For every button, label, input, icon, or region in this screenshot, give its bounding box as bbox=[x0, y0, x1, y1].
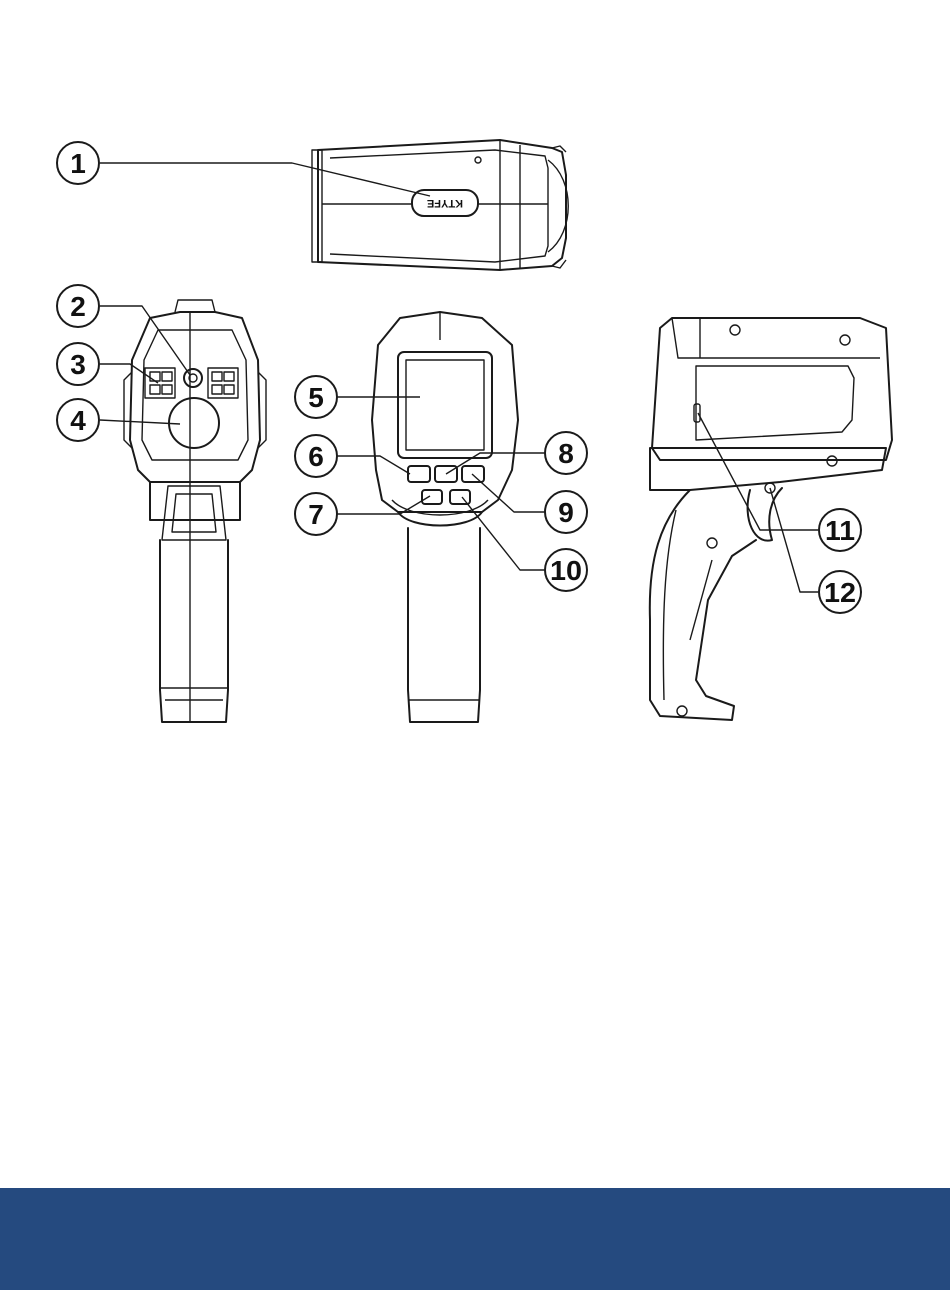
svg-text:10: 10 bbox=[550, 555, 582, 586]
svg-text:5: 5 bbox=[308, 382, 324, 413]
callout-1: 1 bbox=[57, 142, 99, 184]
callout-7: 7 bbox=[295, 493, 337, 535]
callout-3: 3 bbox=[57, 343, 99, 385]
front-view-device bbox=[124, 300, 266, 722]
svg-text:1: 1 bbox=[70, 148, 86, 179]
callout-6: 6 bbox=[295, 435, 337, 477]
callout-12: 12 bbox=[819, 571, 861, 613]
callout-8: 8 bbox=[545, 432, 587, 474]
svg-text:3: 3 bbox=[70, 349, 86, 380]
svg-text:11: 11 bbox=[825, 515, 855, 546]
top-device-label: KTYFE bbox=[427, 197, 463, 209]
footer-bar bbox=[0, 1188, 950, 1290]
svg-text:6: 6 bbox=[308, 441, 324, 472]
svg-text:4: 4 bbox=[70, 405, 86, 436]
callout-5: 5 bbox=[295, 376, 337, 418]
svg-text:2: 2 bbox=[70, 291, 86, 322]
top-view-device: KTYFE bbox=[312, 140, 568, 270]
svg-text:12: 12 bbox=[824, 577, 856, 608]
back-view-device bbox=[372, 312, 518, 722]
svg-text:9: 9 bbox=[558, 497, 574, 528]
device-diagram: KTYFE bbox=[0, 0, 950, 1188]
svg-text:8: 8 bbox=[558, 438, 574, 469]
svg-text:7: 7 bbox=[308, 499, 324, 530]
callout-11: 11 bbox=[819, 509, 861, 551]
callout-9: 9 bbox=[545, 491, 587, 533]
callout-2: 2 bbox=[57, 285, 99, 327]
callout-4: 4 bbox=[57, 399, 99, 441]
callout-10: 10 bbox=[545, 549, 587, 591]
